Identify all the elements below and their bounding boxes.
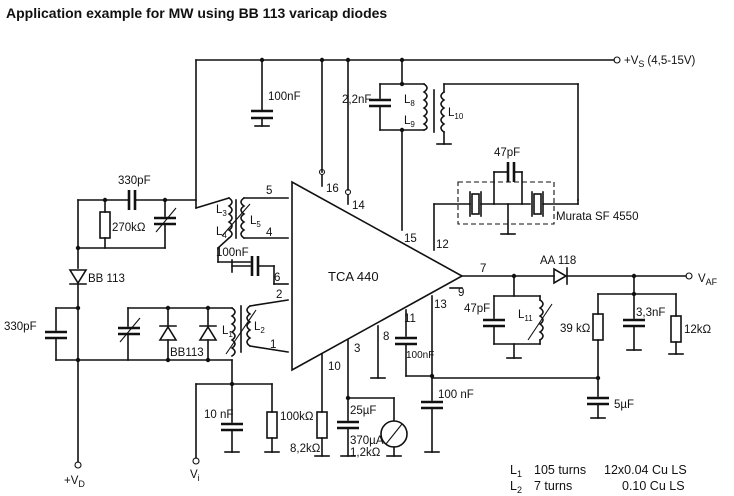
svg-text:39 kΩ: 39 kΩ [560, 323, 591, 335]
diagram-title: Application example for MW using BB 113 … [6, 5, 387, 21]
svg-text:AA 118: AA 118 [540, 255, 576, 267]
label-l2: L2 [254, 321, 265, 335]
label-l10: L10 [448, 107, 464, 121]
capacitor-100nf-top: 100nF [251, 59, 301, 127]
legend-l2-turns: 7 turns [534, 479, 572, 493]
pin-16: 16 [326, 183, 339, 195]
svg-text:100nF: 100nF [406, 350, 434, 361]
pin-4: 4 [266, 227, 273, 239]
label-l1: L1 [222, 325, 233, 339]
svg-text:BB 113: BB 113 [88, 273, 125, 285]
pin-13: 13 [434, 299, 447, 311]
coil-legend: L1 105 turns 12x0.04 Cu LS L2 7 turns 0.… [510, 463, 687, 495]
vaf-terminal[interactable] [685, 272, 693, 280]
svg-text:3,3nF: 3,3nF [636, 307, 665, 319]
pin-2: 2 [276, 289, 282, 301]
output-detector: 7 VAF AA 118 47pF L11 9 [449, 255, 718, 359]
supply-rail: +VS(4,5-15V) [195, 55, 696, 69]
input-coil-l3-l5: 5 4 L3 L4 L5 [195, 185, 289, 250]
pin-9: 9 [458, 287, 464, 299]
pins-10-3-network: 10 8,2kΩ 3 25µF 370µA 1,2kΩ [290, 339, 408, 459]
capacitor-100nf-mid: 100nF 6 [216, 247, 289, 285]
svg-text:47pF: 47pF [464, 303, 490, 315]
pin-7: 7 [480, 263, 486, 275]
svg-text:370µA: 370µA [350, 435, 384, 447]
svg-text:2,2nF: 2,2nF [342, 94, 371, 106]
pin-10: 10 [328, 361, 341, 373]
ic-tca440: TCA 440 [291, 180, 464, 372]
label-l5: L5 [250, 215, 261, 229]
legend-l1-symbol: L1 [510, 463, 522, 479]
ic-label: TCA 440 [328, 269, 379, 284]
svg-text:25µF: 25µF [350, 405, 376, 417]
pin11-capacitor: 11 100nF [395, 309, 434, 377]
varicap-bb113-left: BB 113 +VD [64, 199, 125, 489]
legend-l2-wire: 0.10 Cu LS [622, 479, 685, 493]
vi-label: Vi [190, 469, 200, 483]
pin13-capacitor: 13 100 nF [421, 295, 474, 453]
supply-terminal[interactable] [613, 56, 621, 64]
if-transformer: 2,2nF L8 L9 L10 15 [342, 59, 579, 245]
svg-text:100nF: 100nF [216, 247, 249, 259]
svg-text:100kΩ: 100kΩ [280, 411, 314, 423]
pin-12: 12 [436, 239, 449, 251]
svg-text:330pF: 330pF [4, 321, 37, 333]
output-rc-network: 39 kΩ 3,3nF 12kΩ 5µF [431, 275, 712, 419]
pin-14: 14 [352, 200, 365, 212]
pin-1: 1 [270, 339, 276, 351]
pin-11: 11 [404, 313, 416, 325]
svg-text:8,2kΩ: 8,2kΩ [290, 443, 321, 455]
vd-label: +VD [64, 475, 85, 489]
svg-text:1,2kΩ: 1,2kΩ [350, 447, 381, 459]
svg-text:47pF: 47pF [494, 147, 520, 159]
svg-text:10 nF: 10 nF [204, 409, 233, 421]
pin-8: 8 [383, 331, 389, 343]
supply-label: +VS(4,5-15V) [624, 55, 696, 69]
pin-3: 3 [354, 343, 360, 355]
svg-text:BB113: BB113 [170, 347, 204, 359]
svg-text:100nF: 100nF [268, 91, 301, 103]
svg-text:Murata SF 4550: Murata SF 4550 [556, 211, 638, 223]
svg-text:330pF: 330pF [118, 175, 151, 187]
svg-text:12kΩ: 12kΩ [684, 324, 712, 336]
label-l11: L11 [518, 309, 533, 323]
svg-text:270kΩ: 270kΩ [112, 222, 146, 234]
svg-text:5µF: 5µF [614, 399, 634, 411]
input-vi-network: Vi 10 nF 100kΩ [190, 359, 314, 483]
pin-15: 15 [404, 233, 417, 245]
label-l8: L8 [404, 94, 415, 108]
vd-terminal[interactable] [74, 461, 82, 469]
svg-text:100 nF: 100 nF [438, 389, 474, 401]
tuning-lower: BB113 2 1 L1 L2 [77, 289, 289, 363]
pin-6: 6 [274, 272, 280, 284]
vaf-label: VAF [698, 273, 718, 287]
label-l3: L3 [216, 204, 227, 218]
murata-filter: 47pF Murata SF 4550 12 [433, 147, 638, 251]
pin-5: 5 [266, 185, 272, 197]
legend-l2-symbol: L2 [510, 479, 522, 495]
capacitor-330pf-left: 330pF [4, 307, 79, 361]
label-l9: L9 [404, 115, 415, 129]
label-l4: L4 [216, 226, 227, 240]
legend-l1-turns: 105 turns [534, 463, 586, 477]
legend-l1-wire: 12x0.04 Cu LS [604, 463, 687, 477]
tuning-upper: 330pF 270kΩ [77, 175, 197, 249]
vi-terminal[interactable] [192, 457, 200, 465]
